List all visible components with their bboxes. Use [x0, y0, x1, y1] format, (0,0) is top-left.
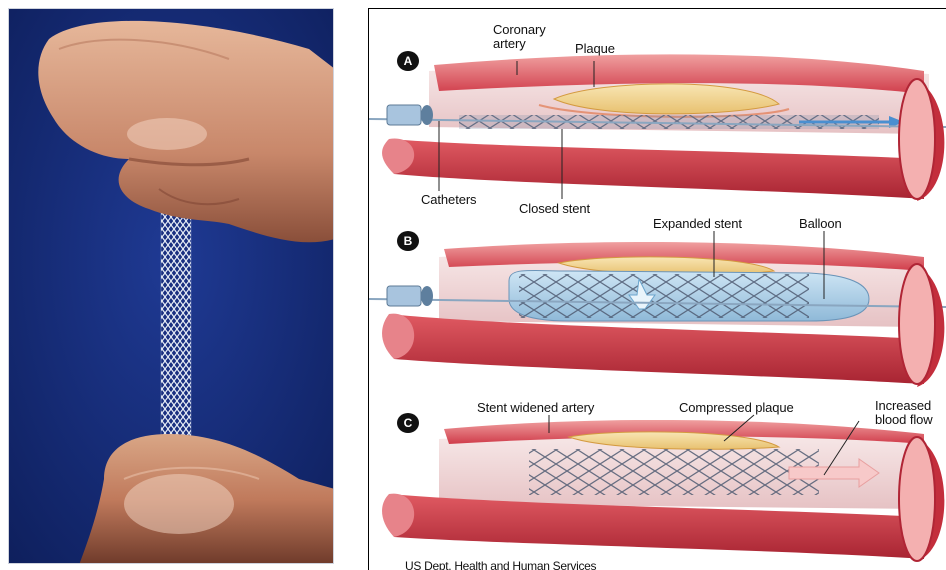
label-catheters: Catheters	[421, 193, 476, 207]
stent-mesh	[161, 197, 191, 437]
label-plaque: Plaque	[575, 42, 615, 56]
thumbnail	[124, 474, 234, 534]
label-compressed-plaque: Compressed plaque	[679, 401, 794, 415]
catheter-hub-b	[387, 286, 421, 306]
expanded-stent-mesh	[519, 274, 809, 318]
step-a-badge: A	[397, 51, 419, 71]
stent-photo	[8, 8, 334, 564]
panel-a-artery	[369, 54, 946, 201]
panel-c-artery	[382, 420, 944, 561]
stent-procedure-diagram: A B C Coronary artery Plaque Catheters C…	[368, 8, 946, 570]
catheter-hub-a	[387, 105, 421, 125]
step-c-badge: C	[397, 413, 419, 433]
hand-holding-stent-illustration	[9, 9, 334, 564]
step-b-badge: B	[397, 231, 419, 251]
label-increased-blood-flow: Increased blood flow	[875, 399, 933, 427]
label-closed-stent: Closed stent	[519, 202, 590, 216]
label-expanded-stent: Expanded stent	[653, 217, 742, 231]
panel-b-artery	[369, 242, 946, 387]
fingernail-top	[127, 118, 207, 150]
stent-c-mesh	[529, 449, 819, 495]
step-c-letter: C	[404, 416, 413, 430]
label-stent-widened-artery: Stent widened artery	[477, 401, 594, 415]
artery-illustrations	[369, 9, 946, 570]
image-credit: US Dept. Health and Human Services	[405, 559, 596, 570]
step-a-letter: A	[404, 54, 413, 68]
step-b-letter: B	[404, 234, 413, 248]
label-balloon: Balloon	[799, 217, 842, 231]
label-coronary-artery: Coronary artery	[493, 23, 546, 51]
